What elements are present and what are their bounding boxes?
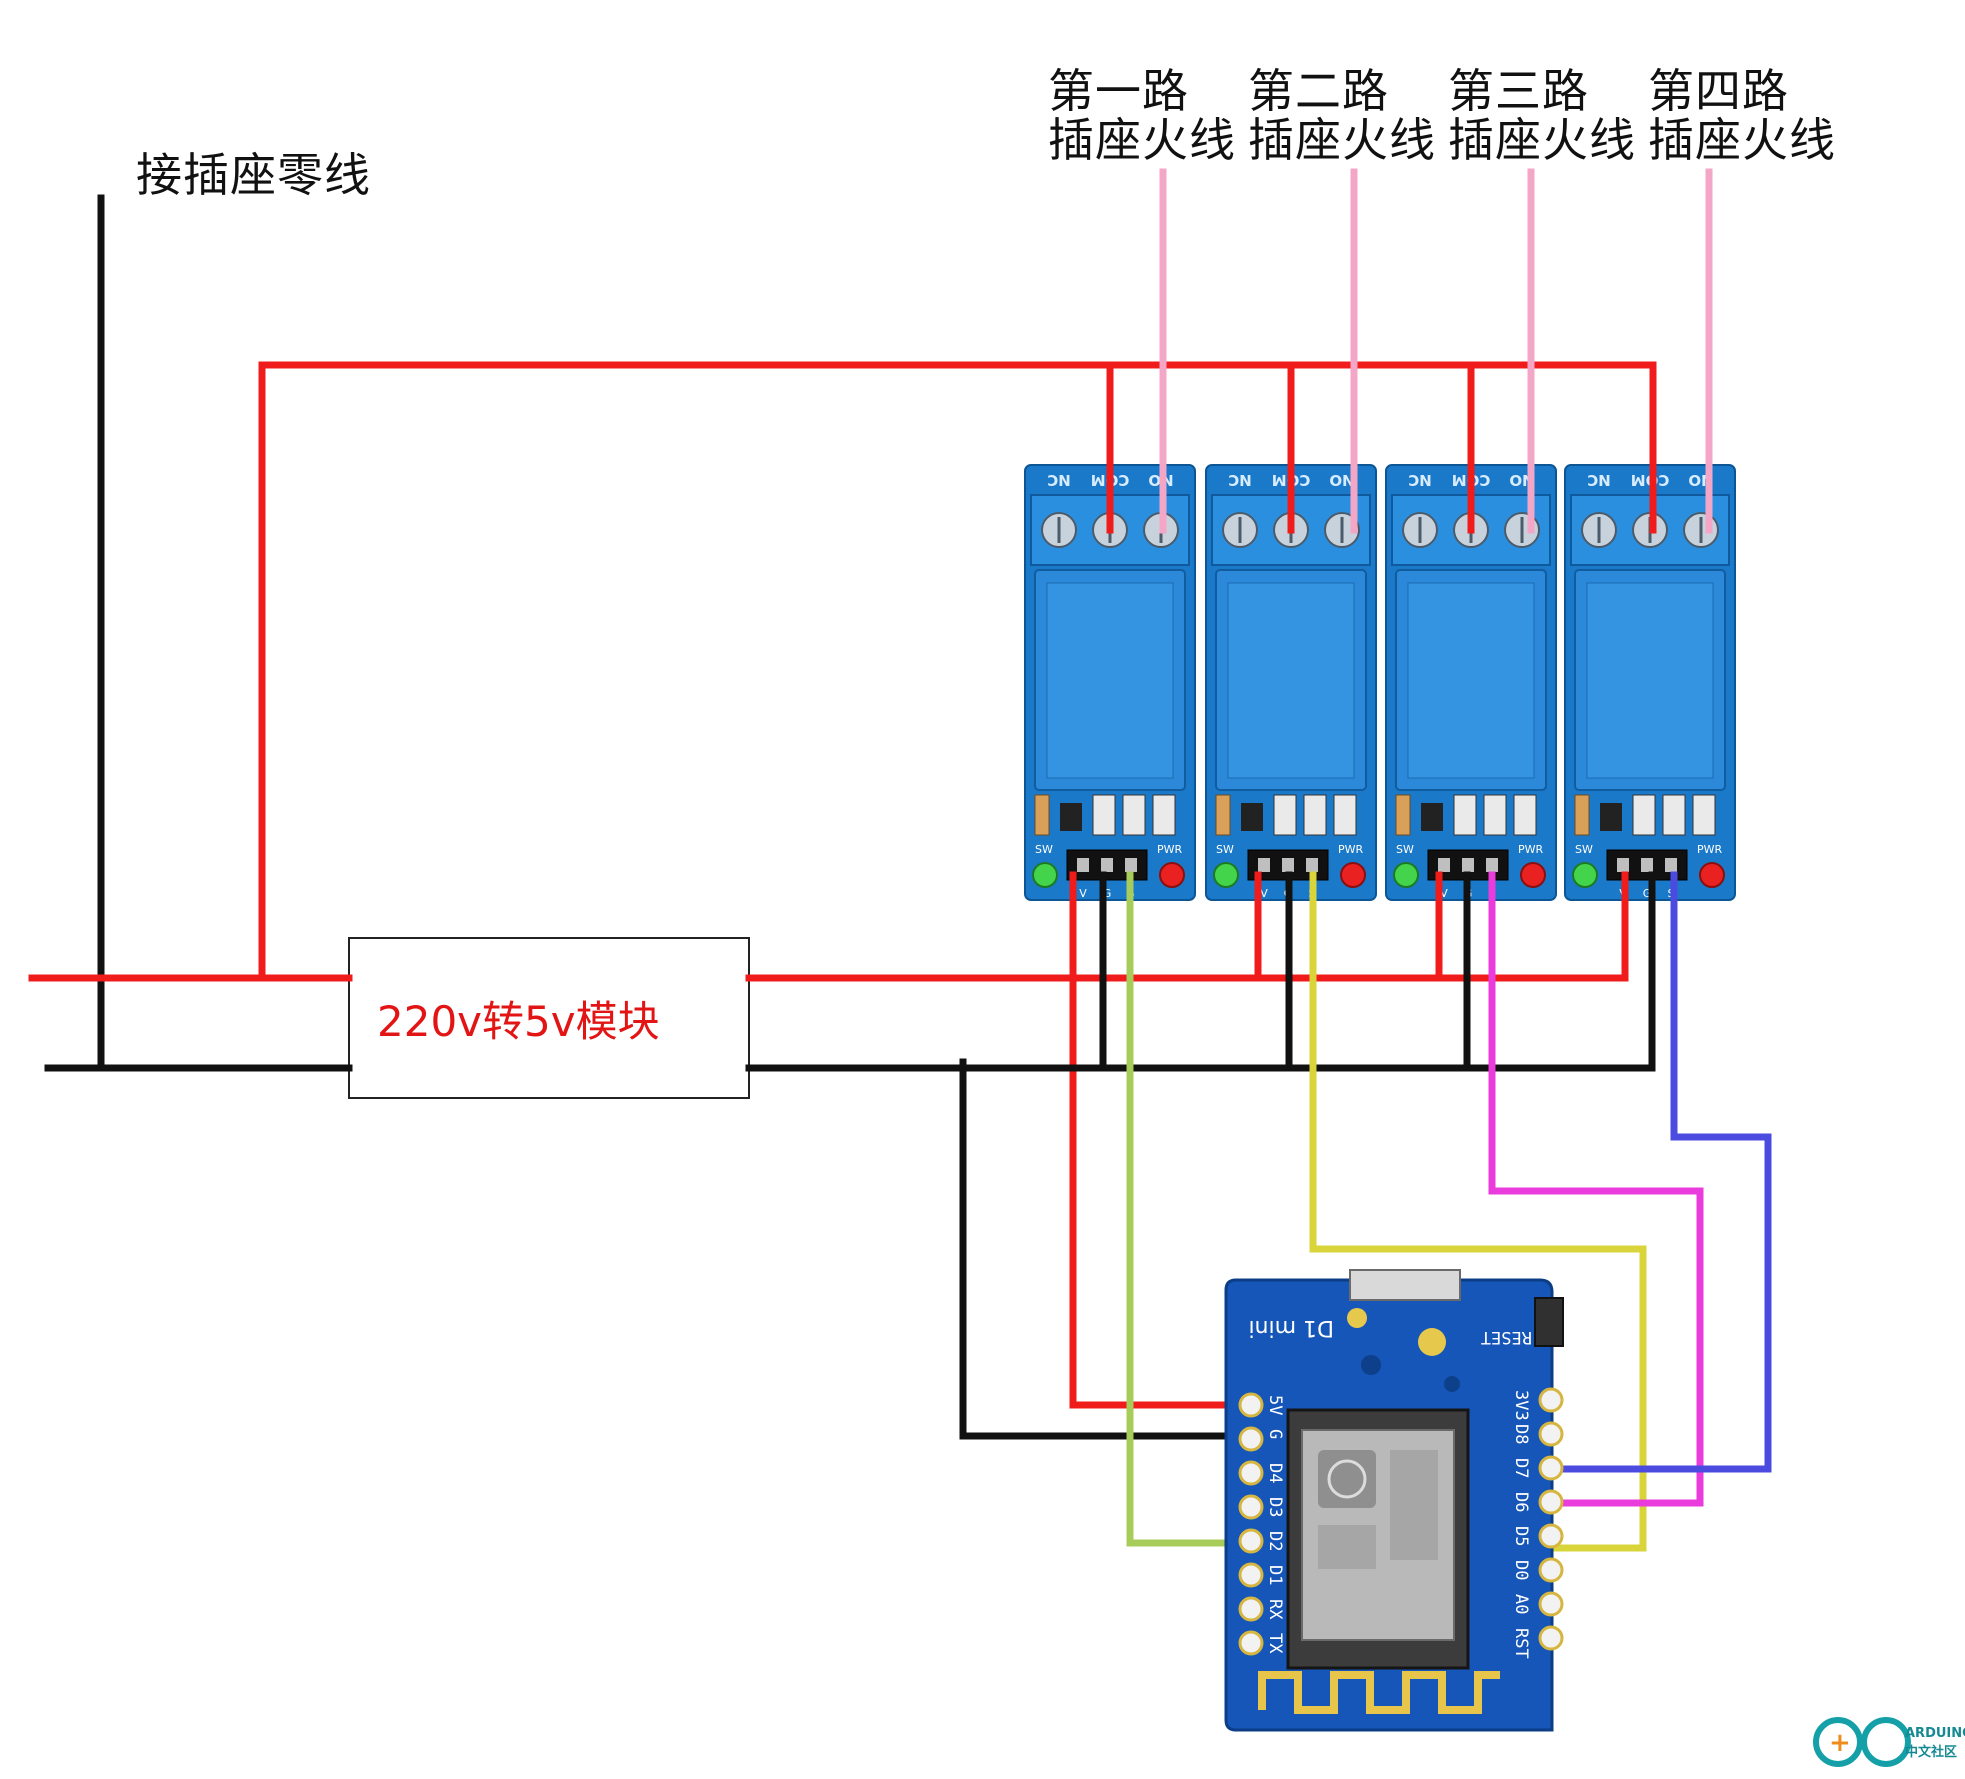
relay-4-header-g: G — [1643, 887, 1652, 900]
pin-label-left-d1: D1 — [1265, 1565, 1285, 1585]
relay-2-header-v: V — [1260, 887, 1268, 900]
pin-label-left-g: G — [1265, 1429, 1285, 1439]
pin-label-right-d5: D5 — [1511, 1526, 1531, 1546]
ground-rail — [745, 871, 1656, 1072]
pin-left-d3 — [1238, 1494, 1264, 1520]
pin-label-left-d3: D3 — [1265, 1497, 1285, 1517]
pin-left-g — [1238, 1426, 1264, 1452]
reset-button[interactable] — [1534, 1297, 1564, 1347]
pin-right-d0 — [1538, 1557, 1564, 1583]
relay-1-header-g: G — [1103, 887, 1112, 900]
pin-label-right-d7: D7 — [1511, 1458, 1531, 1478]
channel-4-line2: 插座火线 — [1648, 113, 1836, 167]
pin-left-tx — [1238, 1630, 1264, 1656]
logo-plus-icon: + — [1829, 1728, 1851, 1758]
logo-right-ring — [1861, 1717, 1911, 1767]
pin-left-d2 — [1238, 1528, 1264, 1554]
pin-label-right-a0: A0 — [1511, 1594, 1531, 1614]
relay3-signal-wire — [1488, 871, 1704, 1507]
pin-left-5v — [1238, 1392, 1264, 1418]
pin-label-right-rst: RST — [1511, 1628, 1531, 1659]
channel-3-line2: 插座火线 — [1448, 113, 1636, 167]
relay-4-pwr-label: PWR — [1697, 843, 1723, 856]
relay-1-pwr-label: PWR — [1157, 843, 1183, 856]
antenna-trace — [1258, 1671, 1500, 1714]
relay2-signal-wire — [1309, 871, 1647, 1552]
pin-label-left-d4: D4 — [1265, 1463, 1285, 1483]
pin-label-left-tx: TX — [1265, 1633, 1285, 1654]
converter-module — [348, 937, 750, 1099]
converter-label: 220v转5v模块 — [377, 997, 660, 1046]
relay-4-terminal-nc: NC — [1587, 471, 1611, 489]
pin-label-left-5v: 5V — [1265, 1395, 1285, 1415]
channel-1-line2: 插座火线 — [1048, 113, 1236, 167]
channel-3-line1: 第三路 — [1448, 64, 1589, 118]
wires — [28, 168, 1772, 1552]
pin-right-d6 — [1538, 1489, 1564, 1515]
pin-right-d7 — [1538, 1455, 1564, 1481]
channel-2-line1: 第二路 — [1248, 64, 1389, 118]
usb-connector — [1349, 1269, 1461, 1301]
relay-2-sw-label: SW — [1216, 843, 1234, 856]
five-volt-rail — [745, 871, 1629, 982]
pin-right-d8 — [1538, 1421, 1564, 1447]
relay1-signal-wire — [1126, 871, 1251, 1547]
pin-label-right-d8: D8 — [1511, 1424, 1531, 1444]
relay4-signal-wire — [1551, 871, 1772, 1473]
pin-right-rst — [1538, 1625, 1564, 1651]
board-name: D1 mini — [1248, 1315, 1334, 1340]
arduino-logo: + ARDUINO 中文社区 — [1813, 1717, 1965, 1767]
pin-left-d4 — [1238, 1460, 1264, 1486]
logo-line2: 中文社区 — [1905, 1744, 1957, 1760]
channel-2-line2: 插座火线 — [1248, 113, 1436, 167]
logo-left-ring — [1813, 1717, 1863, 1767]
pin-label-right-d6: D6 — [1511, 1492, 1531, 1512]
relay-4-sw-label: SW — [1575, 843, 1593, 856]
neutral-label: 接插座零线 — [136, 148, 371, 202]
pin-left-d1 — [1238, 1562, 1264, 1588]
pin-label-right-3v3: 3V3 — [1511, 1390, 1531, 1421]
pin-left-rx — [1238, 1596, 1264, 1622]
d1-mini-board: D1 mini RESET — [1224, 1269, 1564, 1732]
relay-1-terminal-nc: NC — [1047, 471, 1071, 489]
logo-line1: ARDUINO — [1905, 1726, 1965, 1741]
pin-label-left-d2: D2 — [1265, 1531, 1285, 1551]
relay-3-pwr-label: PWR — [1518, 843, 1544, 856]
board-gnd-wire — [959, 1058, 1251, 1440]
pin-right-a0 — [1538, 1591, 1564, 1617]
pin-label-left-rx: RX — [1265, 1599, 1285, 1620]
relay-3-terminal-nc: NC — [1408, 471, 1432, 489]
pin-right-3v3 — [1538, 1387, 1564, 1413]
relay-2-terminal-nc: NC — [1228, 471, 1252, 489]
relay1-vcc-to-5v — [1069, 871, 1251, 1409]
relay-2-pwr-label: PWR — [1338, 843, 1364, 856]
relay-2-terminal-no: NO — [1329, 471, 1354, 489]
pin-label-right-d0: D0 — [1511, 1560, 1531, 1580]
relay-3-sw-label: SW — [1396, 843, 1414, 856]
channel-4-line1: 第四路 — [1648, 64, 1789, 118]
relay-3-header-v: V — [1440, 887, 1448, 900]
pin-right-d5 — [1538, 1523, 1564, 1549]
relay-1-header-v: V — [1079, 887, 1087, 900]
board-reset-label: RESET — [1481, 1327, 1532, 1347]
live-bus-wire — [258, 361, 1657, 982]
channel-1-line1: 第一路 — [1048, 64, 1189, 118]
relay-1-sw-label: SW — [1035, 843, 1053, 856]
